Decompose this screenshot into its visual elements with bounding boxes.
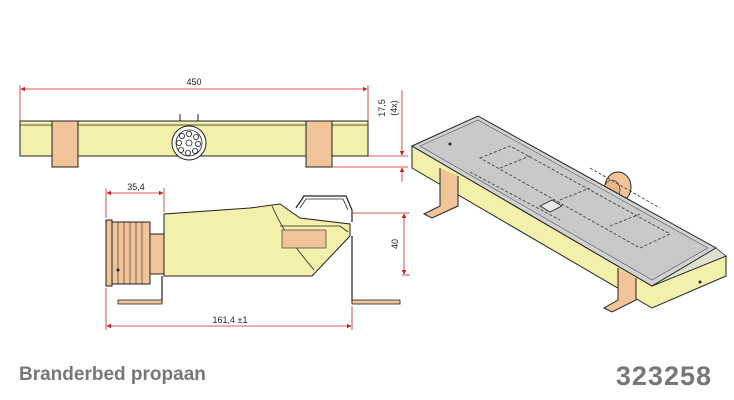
side-view: 35,4 40 161,4 ±1: [105, 182, 410, 330]
front-view: 450 17,5 (4x): [19, 77, 408, 182]
isometric-view: [410, 115, 727, 313]
side-view-body: [163, 203, 351, 277]
connector-flange: [105, 219, 113, 287]
product-title: Branderbed propaan: [19, 364, 206, 385]
side-view-handle: [295, 195, 353, 222]
dim-depth-label: 161,4 ±1: [213, 315, 248, 325]
iso-left-bracket: [422, 168, 459, 219]
dim-overall-length: 450: [19, 77, 369, 121]
front-right-bracket: [305, 120, 333, 168]
dim-height: 17,5 (4x): [332, 90, 408, 182]
dim-vertical: 40: [352, 212, 410, 276]
dim-offset-label: 35,4: [127, 182, 145, 192]
dim-vertical-label: 40: [390, 239, 400, 249]
dim-depth: 161,4 ±1: [105, 288, 353, 330]
dim-overall-length-label: 450: [186, 77, 201, 87]
burner-connector: [171, 125, 207, 161]
dim-height-note: (4x): [389, 100, 399, 116]
iso-right-bracket: [602, 268, 637, 313]
front-left-bracket: [51, 120, 79, 168]
dim-height-label: 17,5: [377, 99, 387, 117]
article-number: 323258: [615, 361, 712, 391]
iso-burner-slots: [478, 145, 671, 249]
dim-offset: 35,4: [105, 182, 165, 218]
